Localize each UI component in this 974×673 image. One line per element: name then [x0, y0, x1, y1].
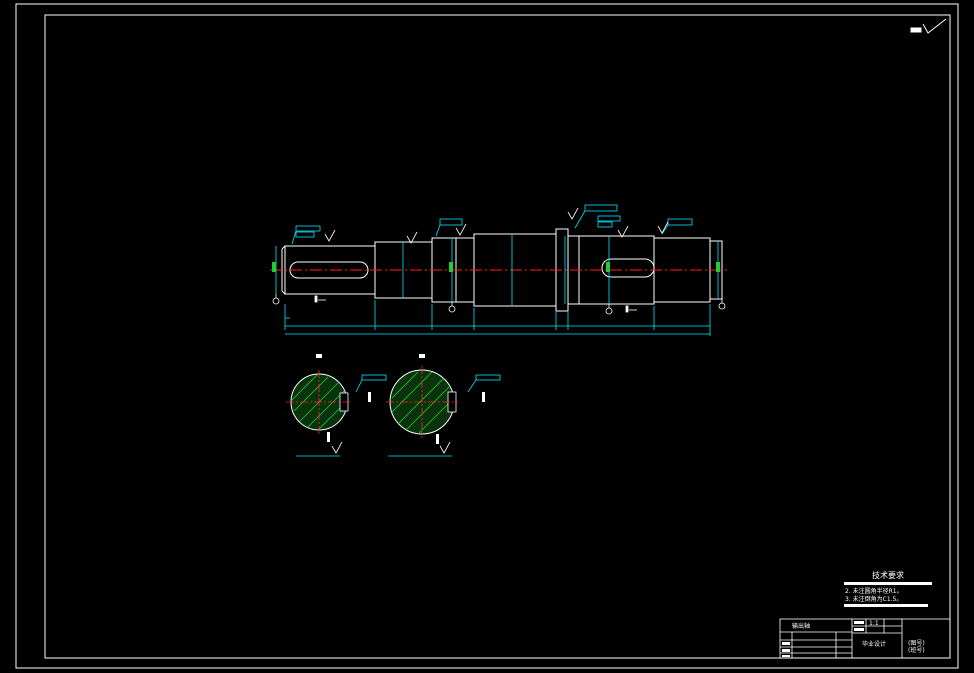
- outer-sheet-border: [15, 3, 959, 669]
- title-block-class-number: (班号): [908, 647, 925, 654]
- title-block-design-label: 毕业设计: [862, 641, 887, 648]
- tech-requirement-item-1: 2. 未注圆角半径R1。: [845, 588, 903, 595]
- tolerance-highlights: [272, 262, 720, 272]
- section-view-left: [286, 354, 387, 457]
- title-block: [779, 618, 951, 659]
- tolerance-frames: [291, 204, 693, 245]
- tech-requirements-bars: [844, 582, 932, 607]
- title-block-drawing-number: (图号): [908, 640, 925, 647]
- tech-requirements-title: 技术要求: [872, 571, 904, 580]
- global-roughness-symbol: [910, 18, 947, 34]
- title-block-part-name: 输出轴: [792, 623, 811, 630]
- section-view-right: [386, 354, 501, 457]
- tech-requirement-item-2: 3. 未注倒角为C1.5。: [845, 596, 903, 603]
- length-dimensions: [284, 300, 711, 336]
- title-block-quantity: 1:1: [869, 620, 879, 627]
- datum-markers: [272, 294, 726, 315]
- section-markers: [314, 295, 637, 313]
- inner-sheet-border: [44, 14, 951, 659]
- title-block-fills: [782, 621, 864, 657]
- surface-roughness-symbols: [324, 207, 669, 244]
